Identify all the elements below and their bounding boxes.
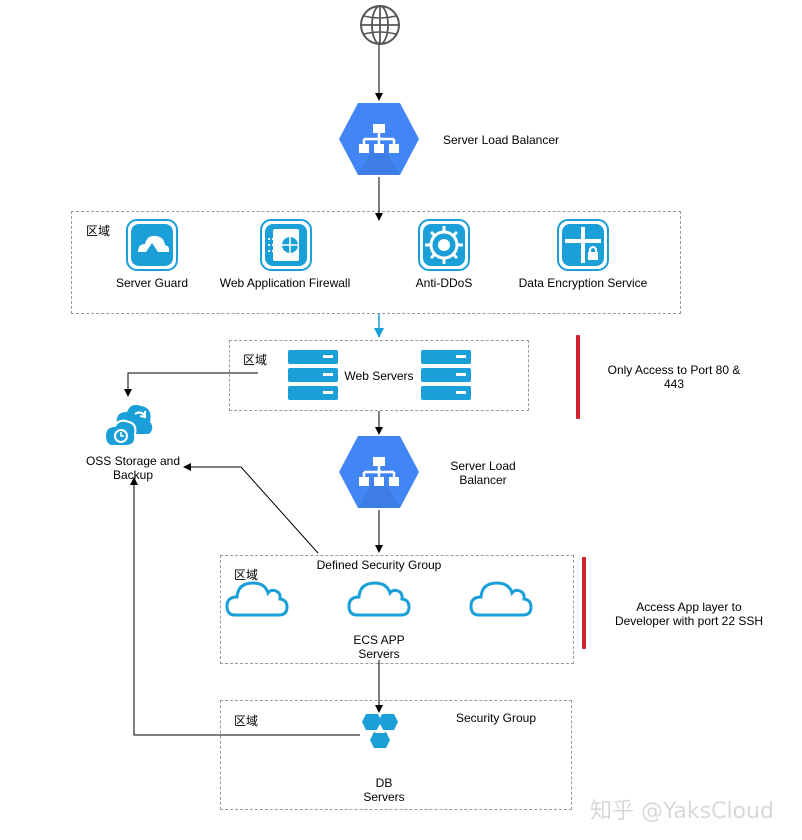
edge-db-oss: [130, 477, 360, 736]
security-zone-tag: 区域: [86, 224, 111, 238]
database-icon: [362, 714, 398, 748]
load-balancer-icon: [339, 103, 419, 175]
app-zone-tag: 区域: [234, 568, 259, 582]
service-label-encryption: Data Encryption Service: [518, 276, 648, 290]
cloud-icon: [469, 581, 533, 617]
web-note-bar: [576, 335, 580, 419]
anti-ddos-icon: [418, 219, 470, 271]
app-group-label: Defined Security Group: [308, 558, 450, 572]
server-rack-icon: [288, 350, 338, 400]
mid-slb-label: Server Load Balancer: [450, 459, 516, 487]
cloud-icon: [347, 581, 411, 617]
app-access-note: Access App layer to Developer with port …: [614, 600, 764, 628]
service-label-waf: Web Application Firewall: [219, 276, 351, 290]
edge-web-oss: [124, 372, 258, 397]
server-rack-icon: [421, 350, 471, 400]
db-zone: [220, 700, 572, 810]
encryption-icon: [557, 219, 609, 271]
waf-icon: [260, 219, 312, 271]
web-zone-tag: 区域: [243, 353, 268, 367]
ecs-servers-label: ECS APP Servers: [353, 633, 405, 661]
app-note-bar: [582, 557, 586, 649]
top-slb-label: Server Load Balancer: [442, 133, 560, 147]
web-servers-label: Web Servers: [344, 369, 414, 383]
server-guard-icon: [126, 219, 178, 271]
web-access-note: Only Access to Port 80 & 443: [607, 363, 741, 391]
oss-label: OSS Storage and Backup: [85, 454, 181, 482]
load-balancer-icon: [339, 436, 419, 508]
globe-icon: [360, 5, 400, 45]
db-zone-tag: 区域: [234, 714, 259, 728]
oss-storage-icon: [103, 404, 153, 447]
db-group-label: Security Group: [455, 711, 537, 725]
edge-app-oss: [183, 463, 319, 554]
app-zone: [220, 555, 574, 664]
web-zone: [229, 340, 529, 411]
cloud-icon: [225, 581, 289, 617]
security-zone: [71, 211, 681, 314]
service-label-anti-ddos: Anti-DDoS: [415, 276, 473, 290]
service-label-server-guard: Server Guard: [115, 276, 189, 290]
db-servers-label: DB Servers: [363, 776, 405, 804]
watermark: 知乎 @YaksCloud: [590, 799, 774, 824]
